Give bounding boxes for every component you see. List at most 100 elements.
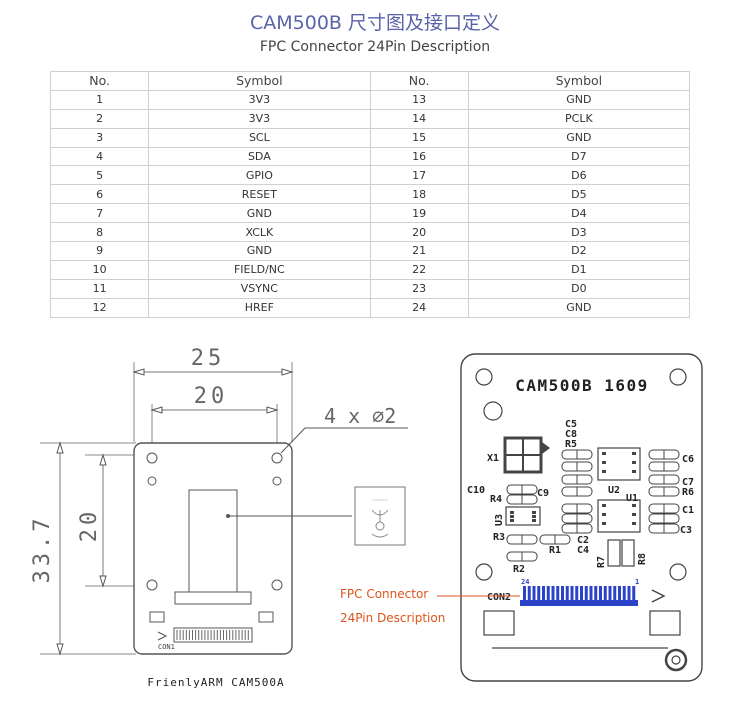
pin-symbol-cell: D1 [467, 259, 691, 280]
chip-pin [532, 511, 536, 514]
label-c9: C9 [537, 488, 549, 499]
header-no-1: No. [49, 71, 150, 91]
component-labels: X1 C5 C8 R5 C6 C7 R6 C10 R4 C9 U2 U1 U3 … [467, 419, 694, 603]
pin-symbol-cell: D5 [467, 184, 691, 205]
pin-symbol-cell: RESET [148, 184, 371, 205]
chip-pin [632, 513, 636, 516]
smd-components [506, 449, 680, 562]
con2-pin [622, 586, 626, 606]
con2-pin [565, 586, 569, 606]
con2-pin [523, 586, 526, 606]
chip-pin [602, 461, 606, 464]
mini-board-thumbnail: ~~~~~ [371, 498, 389, 538]
pin-symbol-cell: GND [148, 203, 371, 224]
pin-number-cell: 22 [369, 259, 469, 280]
chip-pin [632, 522, 636, 525]
pin-symbol-cell: VSYNC [148, 278, 371, 299]
pin-number-cell: 11 [49, 278, 150, 299]
dim-left-outer: 33.7 [30, 515, 55, 584]
label-c4: C4 [577, 545, 589, 556]
svg-text:~~~~~: ~~~~~ [372, 498, 387, 504]
pin-number-cell: 13 [369, 89, 469, 110]
pin-symbol-cell: FIELD/NC [148, 259, 371, 280]
pin-symbol-cell: SCL [148, 127, 371, 148]
label-c6: C6 [682, 454, 694, 465]
pin-number-cell: 10 [49, 259, 150, 280]
pin-symbol-cell: D2 [467, 241, 691, 261]
chip-pin [510, 515, 514, 518]
pin-symbol-cell: GPIO [148, 165, 371, 186]
label-c8: C8 [565, 429, 577, 440]
pin-symbol-cell: D6 [467, 165, 691, 186]
con2-pin [589, 586, 593, 606]
label-con2: CON2 [487, 592, 511, 603]
label-u1: U1 [626, 493, 638, 504]
header-symbol-1: Symbol [148, 71, 371, 91]
pin-symbol-cell: D0 [467, 278, 691, 299]
pin-first-label: 24 [521, 578, 529, 586]
con1-pins [176, 630, 249, 640]
fpc-pin-description-label: 24Pin Description [340, 611, 446, 625]
chip-pin [632, 452, 636, 455]
pin-number-cell: 2 [49, 108, 150, 129]
chip-pin [632, 504, 636, 507]
label-r1: R1 [549, 545, 561, 556]
con2-pin [584, 586, 588, 606]
label-c7: C7 [682, 477, 694, 488]
dim-top-outer: 25 [191, 346, 226, 371]
page-title: CAM500B 尺寸图及接口定义 [250, 12, 500, 34]
pin-number-cell: 18 [369, 184, 469, 205]
con2-pin [613, 586, 617, 606]
pin-number-cell: 16 [369, 146, 469, 167]
label-c1: C1 [682, 505, 694, 516]
pin-symbol-cell: D7 [467, 146, 691, 167]
chip-pin [532, 515, 536, 518]
label-r6: R6 [682, 487, 694, 498]
pin-symbol-cell: SDA [148, 146, 371, 167]
label-x1: X1 [487, 453, 499, 464]
dim-left-inner: 20 [77, 508, 102, 543]
pin-number-cell: 21 [369, 241, 469, 261]
pin-symbol-cell: D4 [467, 203, 691, 224]
pin-number-cell: 8 [49, 222, 150, 243]
con2-pin [575, 586, 579, 606]
con2-pin [594, 586, 598, 606]
pin-number-cell: 19 [369, 203, 469, 224]
pin-symbol-cell: GND [467, 297, 691, 318]
pin-symbol-cell: 3V3 [148, 108, 371, 129]
pin-symbol-cell: XCLK [148, 222, 371, 243]
con2-pin [537, 586, 541, 606]
label-u3: U3 [494, 514, 505, 526]
pin-symbol-cell: GND [467, 127, 691, 148]
con2-pin [603, 586, 607, 606]
header-symbol-2: Symbol [467, 71, 691, 91]
dim-top-inner: 20 [194, 384, 229, 409]
pin-number-cell: 14 [369, 108, 469, 129]
label-r3: R3 [493, 532, 505, 543]
left-board-name: FrienlyARM CAM500A [147, 676, 284, 689]
pin-number-cell: 12 [49, 297, 150, 318]
label-r8: R8 [637, 553, 648, 565]
pin-symbol-cell: 3V3 [148, 89, 371, 110]
pin-number-cell: 17 [369, 165, 469, 186]
con2-pin [599, 586, 602, 606]
chip-pin [602, 522, 606, 525]
chip-pin [632, 470, 636, 473]
con2-pin [532, 586, 536, 606]
con1-label: CON1 [158, 643, 175, 651]
con2-pin [618, 586, 621, 606]
con2-pin [556, 586, 560, 606]
chip-pin [510, 519, 514, 522]
con2-pin [546, 586, 550, 606]
pin-number-cell: 3 [49, 127, 150, 148]
con2-pins [520, 586, 638, 606]
right-board-title: CAM500B 1609 [515, 376, 649, 395]
chip-pin [602, 452, 606, 455]
